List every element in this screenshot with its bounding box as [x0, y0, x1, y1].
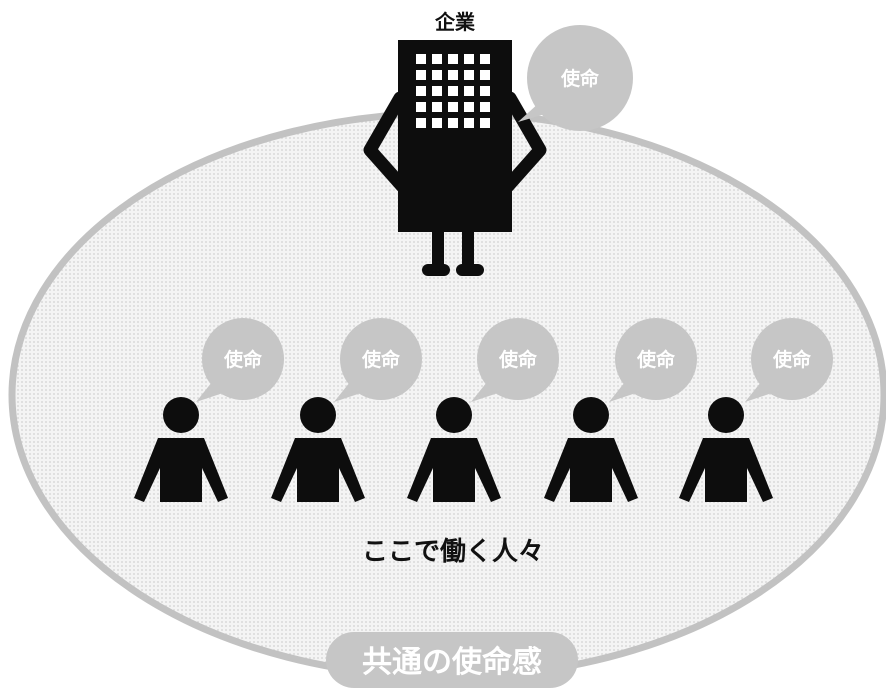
- svg-text:使命: 使命: [772, 348, 812, 371]
- person-3: 使命: [407, 318, 559, 502]
- person-4-mission-bubble: 使命: [609, 318, 697, 402]
- person-3-mission-bubble: 使命: [471, 318, 559, 402]
- people-label: ここで働く人々: [362, 537, 544, 567]
- company-label: 企業: [434, 10, 476, 34]
- person-2: 使命: [271, 318, 422, 502]
- company-mission-bubble: 使命: [518, 25, 633, 131]
- building-windows: [416, 54, 490, 128]
- svg-text:使命: 使命: [498, 348, 538, 371]
- person-1-mission-bubble: 使命: [196, 318, 284, 402]
- person-5-mission-bubble: 使命: [745, 318, 833, 402]
- svg-text:使命: 使命: [636, 348, 676, 371]
- svg-text:使命: 使命: [223, 348, 263, 371]
- company-building: [363, 40, 547, 276]
- person-5: 使命: [679, 318, 833, 502]
- person-2-mission-bubble: 使命: [334, 318, 422, 402]
- svg-text:使命: 使命: [361, 348, 401, 371]
- shared-mission-pill: 共通の使命感: [326, 632, 578, 688]
- person-4: 使命: [544, 318, 697, 502]
- svg-text:共通の使命感: 共通の使命感: [362, 645, 542, 680]
- svg-text:使命: 使命: [560, 67, 600, 90]
- person-1: 使命: [134, 318, 284, 502]
